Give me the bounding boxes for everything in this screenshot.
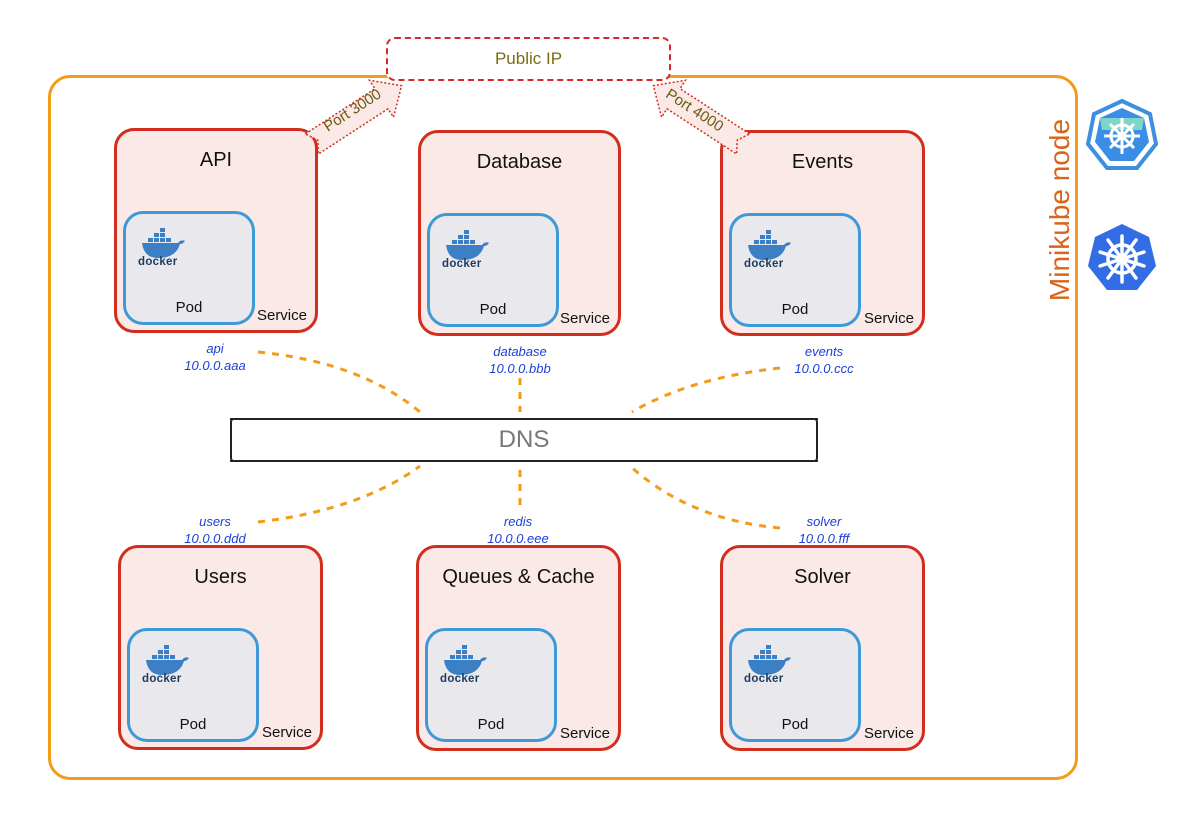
dns-entry-name: database — [493, 344, 547, 359]
service-title: Queues & Cache — [442, 566, 595, 588]
service-title: Users — [194, 566, 247, 588]
dns-entry-solver: solver 10.0.0.fff — [776, 513, 872, 547]
port-3000-arrow-shape — [303, 79, 403, 156]
pod: docker Pod — [729, 213, 861, 327]
dns-bar: DNS — [230, 418, 818, 462]
dns-label: DNS — [498, 426, 550, 453]
pod-label: Pod — [781, 301, 809, 318]
service-tag: Service — [863, 725, 914, 742]
pod: docker Pod — [127, 628, 259, 742]
pod-label: Pod — [477, 716, 505, 733]
docker-whale-icon — [446, 230, 489, 260]
service-title: Database — [476, 151, 563, 173]
dns-entry-database: database 10.0.0.bbb — [470, 343, 570, 377]
docker-whale-icon — [142, 228, 185, 258]
minikube-logo-icon — [1086, 98, 1158, 170]
docker-whale-icon — [748, 230, 791, 260]
docker-whale-icon — [146, 645, 189, 675]
service-events: Events docker Pod Service — [720, 130, 925, 336]
docker-wordmark: docker — [440, 673, 480, 685]
port-3000-arrow: Port 3000 — [300, 66, 415, 161]
docker-wordmark: docker — [442, 258, 482, 270]
service-api: API docker Pod Service — [114, 128, 318, 333]
docker-wordmark: docker — [744, 673, 784, 685]
public-ip-box: Public IP — [386, 37, 671, 81]
pod-label: Pod — [179, 716, 207, 733]
dns-entry-users: users 10.0.0.ddd — [170, 513, 260, 547]
service-users: Users docker Pod Service — [118, 545, 323, 750]
pod-label: Pod — [479, 301, 507, 318]
pod: docker Pod — [729, 628, 861, 742]
service-solver: Solver docker Pod Service — [720, 545, 925, 751]
dns-entry-ip: 10.0.0.ddd — [184, 531, 246, 546]
service-title: Solver — [794, 566, 851, 588]
pod: docker Pod — [123, 211, 255, 325]
public-ip-label: Public IP — [494, 49, 563, 68]
service-queues-cache: Queues & Cache docker Pod Service — [416, 545, 621, 751]
dns-entry-name: users — [199, 514, 231, 529]
dns-entry-events: events 10.0.0.ccc — [776, 343, 872, 377]
port-4000-arrow-shape — [652, 79, 752, 156]
service-tag: Service — [256, 307, 307, 324]
service-tag: Service — [261, 724, 312, 741]
dns-entry-name: api — [206, 341, 224, 356]
pod: docker Pod — [425, 628, 557, 742]
service-database: Database docker Pod Service — [418, 130, 621, 336]
dns-entry-ip: 10.0.0.eee — [487, 531, 549, 546]
dns-entry-ip: 10.0.0.bbb — [489, 361, 551, 376]
docker-wordmark: docker — [744, 258, 784, 270]
docker-wordmark: docker — [142, 673, 182, 685]
dns-entry-name: solver — [806, 514, 842, 529]
port-4000-arrow: Port 4000 — [640, 66, 755, 161]
docker-wordmark: docker — [138, 256, 178, 268]
pod-label: Pod — [175, 299, 203, 316]
service-title: Events — [791, 151, 854, 173]
docker-whale-icon — [748, 645, 791, 675]
dns-entry-name: redis — [503, 514, 533, 529]
link-api — [257, 350, 421, 414]
service-tag: Service — [559, 725, 610, 742]
link-solver — [628, 464, 781, 530]
dns-entry-name: events — [804, 344, 844, 359]
dns-entry-api: api 10.0.0.aaa — [170, 340, 260, 374]
link-events — [631, 366, 781, 414]
dns-entry-ip: 10.0.0.fff — [798, 531, 850, 546]
dns-entry-ip: 10.0.0.aaa — [184, 358, 246, 373]
docker-whale-icon — [444, 645, 487, 675]
dns-entry-ip: 10.0.0.ccc — [794, 361, 854, 376]
dns-entry-redis: redis 10.0.0.eee — [470, 513, 566, 547]
service-tag: Service — [559, 310, 610, 327]
service-tag: Service — [863, 310, 914, 327]
pod: docker Pod — [427, 213, 559, 327]
kubernetes-helm-icon — [1088, 224, 1156, 290]
link-users — [257, 464, 421, 524]
pod-label: Pod — [781, 716, 809, 733]
service-title: API — [199, 149, 233, 171]
